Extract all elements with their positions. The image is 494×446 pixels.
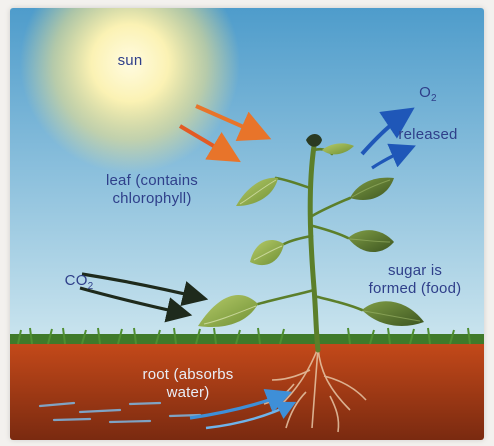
co2-label: CO2 [54,254,104,296]
o2-formula: O2 [419,84,437,101]
o2-released-text: released [398,126,457,143]
sun-label: sun [102,52,158,70]
leaf-label: leaf (contains chlorophyll) [82,172,222,208]
root-label: root (absorbs water) [118,366,258,402]
diagram-frame: sun O2 released leaf (contains chlorophy… [10,8,484,440]
o2-label: O2 released [382,66,474,144]
sugar-label: sugar is formed (food) [350,262,480,298]
